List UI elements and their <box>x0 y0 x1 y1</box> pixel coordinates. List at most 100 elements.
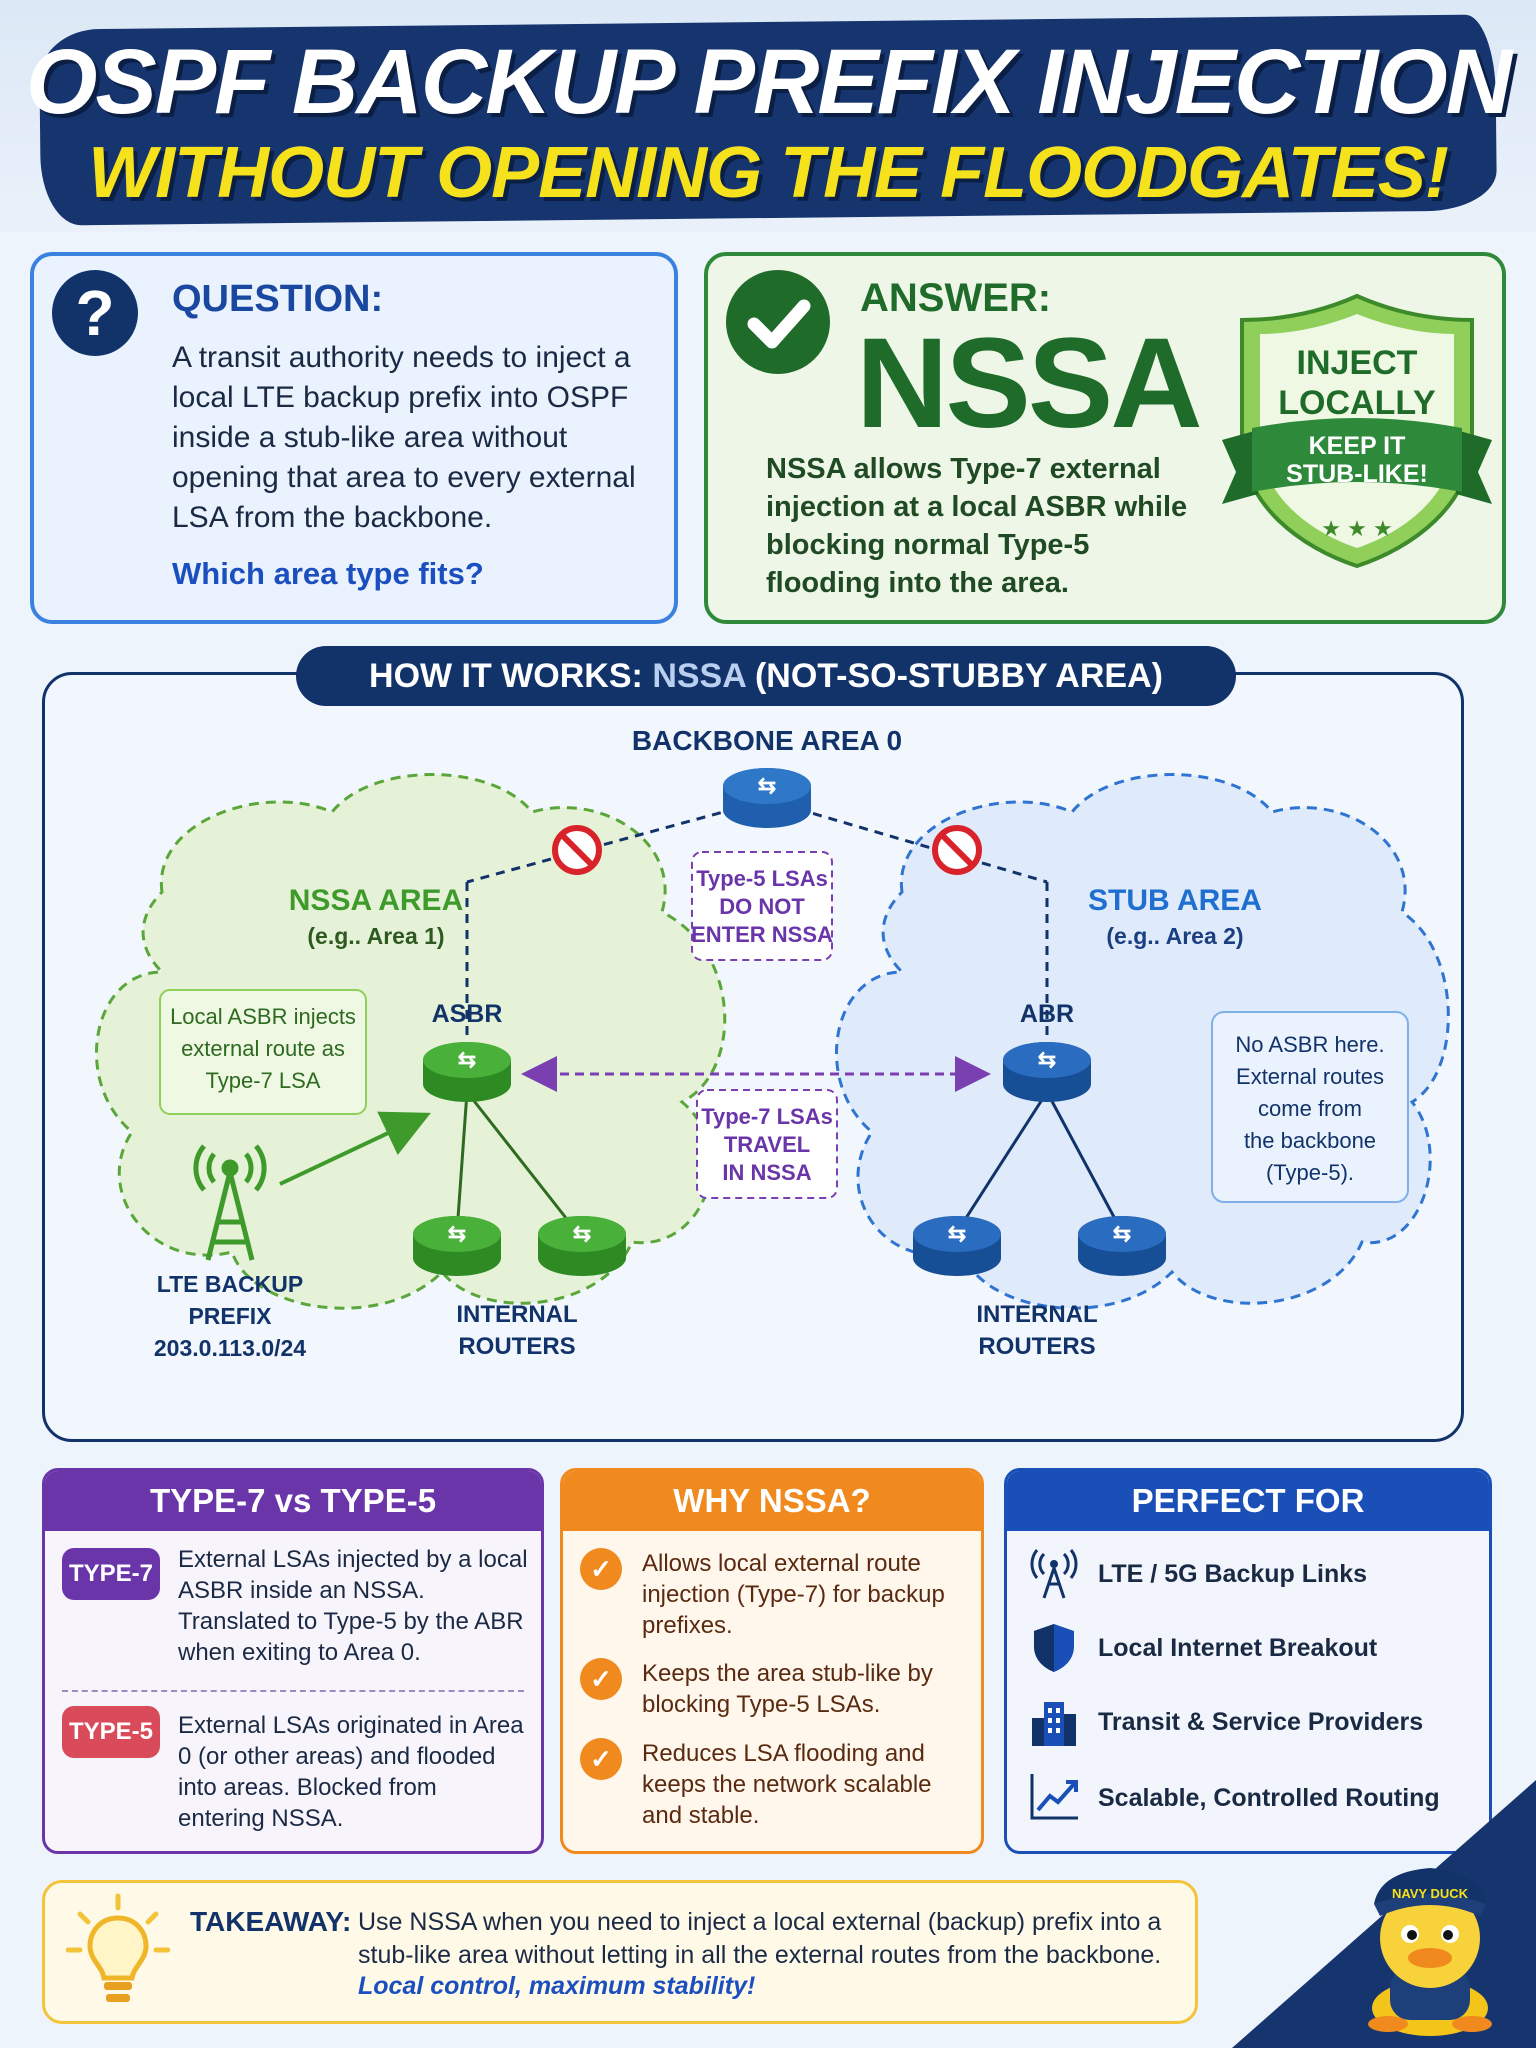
answer-value: NSSA <box>856 312 1203 455</box>
page-subtitle: WITHOUT OPENING THE FLOODGATES! <box>88 133 1449 213</box>
svg-text:⇆: ⇆ <box>448 1221 466 1246</box>
svg-text:⇆: ⇆ <box>1113 1221 1131 1246</box>
asbr-note-line: Local ASBR injects <box>170 1004 356 1029</box>
takeaway-panel <box>42 1880 1198 2024</box>
stars-icon: ★ ★ ★ <box>1321 516 1392 541</box>
question-mark-icon: ? <box>52 270 138 356</box>
type5-note-line: DO NOT <box>719 894 805 919</box>
internal-router-icon: ⇆ <box>538 1216 626 1276</box>
svg-text:⇆: ⇆ <box>573 1221 591 1246</box>
checkmark-icon <box>726 270 830 374</box>
internal-routers-label-left: ROUTERS <box>458 1333 575 1360</box>
abr-note-line: (Type-5). <box>1266 1160 1354 1185</box>
shield-line-2: LOCALLY <box>1278 384 1436 422</box>
question-text: A transit authority needs to inject a lo… <box>172 341 636 534</box>
type5-text: External LSAs originated in Area 0 (or o… <box>178 1712 524 1832</box>
type7-vs-type5-card: TYPE-7 vs TYPE-5 <box>42 1468 544 1854</box>
internal-routers-label-right: ROUTERS <box>978 1333 1095 1360</box>
takeaway-emphasis: Local control, maximum stability! <box>358 1972 756 2000</box>
how-title-suffix: (NOT-SO-STUBBY AREA) <box>754 657 1163 695</box>
blocked-right-icon <box>932 825 982 875</box>
check-icon: ✓ <box>580 1548 622 1590</box>
type7-badge: TYPE-7 <box>62 1548 160 1600</box>
type7-note-line: TRAVEL <box>724 1132 810 1157</box>
how-title-prefix: HOW IT WORKS: <box>369 657 643 695</box>
shield-icon <box>1034 1624 1074 1672</box>
blocked-left-icon <box>552 825 602 875</box>
asbr-router-icon: ⇆ <box>423 1042 511 1102</box>
check-icon: ✓ <box>580 1738 622 1780</box>
abr-note-line: come from <box>1258 1096 1362 1121</box>
shield-line-1: INJECT <box>1297 344 1418 382</box>
type7-text: External LSAs injected by a local ASBR i… <box>178 1546 528 1666</box>
internal-routers-label-left: INTERNAL <box>456 1301 577 1328</box>
type5-note-line: Type-5 LSAs <box>696 866 828 891</box>
internal-router-icon: ⇆ <box>1078 1216 1166 1276</box>
perfect-item: Scalable, Controlled Routing <box>1098 1784 1440 1812</box>
stub-area-example: (e.g.. Area 2) <box>1106 923 1243 949</box>
abr-note-line: External routes <box>1236 1064 1384 1089</box>
internal-router-icon: ⇆ <box>413 1216 501 1276</box>
svg-text:⇆: ⇆ <box>948 1221 966 1246</box>
why-item: Reduces LSA flooding and keeps the netwo… <box>642 1740 932 1829</box>
card-title: WHY NSSA? <box>563 1471 981 1531</box>
navy-duck-mascot: NAVY DUCK <box>1368 1868 1492 2036</box>
type7-note-line: IN NSSA <box>722 1160 811 1185</box>
perfect-item: LTE / 5G Backup Links <box>1098 1560 1368 1588</box>
ribbon-line-1: KEEP IT <box>1309 432 1406 460</box>
nssa-diagram: BACKBONE AREA 0 ⇆ Type-5 LSAs DO NOT ENT… <box>94 725 1450 1361</box>
abr-note-line: No ASBR here. <box>1235 1032 1384 1057</box>
nssa-area-cloud <box>94 773 727 1310</box>
asbr-note-line: Type-7 LSA <box>206 1068 321 1093</box>
answer-text: NSSA allows Type-7 external injection at… <box>766 453 1188 599</box>
nssa-area-example: (e.g.. Area 1) <box>307 923 444 949</box>
perfect-item: Local Internet Breakout <box>1098 1634 1378 1662</box>
backbone-label: BACKBONE AREA 0 <box>632 725 902 756</box>
cell-tower-icon <box>1030 1549 1078 1599</box>
answer-label: ANSWER: <box>860 276 1052 320</box>
backbone-router-icon: ⇆ <box>723 768 811 828</box>
card-title: PERFECT FOR <box>1007 1471 1489 1531</box>
mascot-hat-text: NAVY DUCK <box>1392 1886 1469 1901</box>
lte-tower-icon <box>193 1144 267 1261</box>
svg-text:⇆: ⇆ <box>1038 1047 1056 1072</box>
why-nssa-card: WHY NSSA? <box>560 1468 984 1854</box>
abr-label: ABR <box>1020 1000 1074 1028</box>
takeaway-text: Use NSSA when you need to inject a local… <box>358 1908 1162 1969</box>
perfect-for-card: PERFECT FOR <box>1004 1468 1492 1854</box>
divider <box>62 1690 524 1692</box>
buildings-icon <box>1032 1702 1076 1746</box>
abr-router-icon: ⇆ <box>1003 1042 1091 1102</box>
why-item: Keeps the area stub-like by blocking Typ… <box>642 1660 933 1718</box>
nssa-area-label: NSSA AREA <box>289 884 463 917</box>
svg-text:⇆: ⇆ <box>758 773 776 798</box>
perfect-item: Transit & Service Providers <box>1098 1708 1424 1736</box>
type5-badge: TYPE-5 <box>62 1706 160 1758</box>
stub-area-label: STUB AREA <box>1088 884 1262 917</box>
why-item: Allows local external route injection (T… <box>642 1550 945 1639</box>
question-label: QUESTION: <box>172 278 384 320</box>
how-it-works-title: HOW IT WORKS: NSSA (NOT-SO-STUBBY AREA) <box>296 646 1236 706</box>
trend-chart-icon <box>1030 1774 1078 1820</box>
lte-label: LTE BACKUP <box>157 1271 304 1297</box>
page-title: OSPF BACKUP PREFIX INJECTION <box>25 31 1512 133</box>
type7-note-line: Type-7 LSAs <box>701 1104 833 1129</box>
question-panel <box>30 252 678 624</box>
asbr-label: ASBR <box>432 1000 503 1028</box>
asbr-note-line: external route as <box>181 1036 345 1061</box>
inject-locally-shield: INJECT LOCALLY KEEP IT STUB-LIKE! ★ ★ ★ <box>1222 293 1492 569</box>
type5-note-line: ENTER NSSA <box>691 922 833 947</box>
internal-routers-label-right: INTERNAL <box>976 1301 1097 1328</box>
internal-router-icon: ⇆ <box>913 1216 1001 1276</box>
how-title-highlight: NSSA <box>652 657 746 695</box>
question-ask: Which area type fits? <box>172 556 484 591</box>
takeaway-label: TAKEAWAY: <box>190 1906 352 1937</box>
lte-label: PREFIX <box>188 1303 272 1329</box>
check-icon: ✓ <box>580 1658 622 1700</box>
lte-prefix: 203.0.113.0/24 <box>154 1335 306 1361</box>
abr-note-line: the backbone <box>1244 1128 1376 1153</box>
ribbon-line-2: STUB-LIKE! <box>1286 460 1428 488</box>
lightbulb-icon <box>66 1893 170 2002</box>
card-title: TYPE-7 vs TYPE-5 <box>45 1471 541 1531</box>
svg-text:⇆: ⇆ <box>458 1047 476 1072</box>
